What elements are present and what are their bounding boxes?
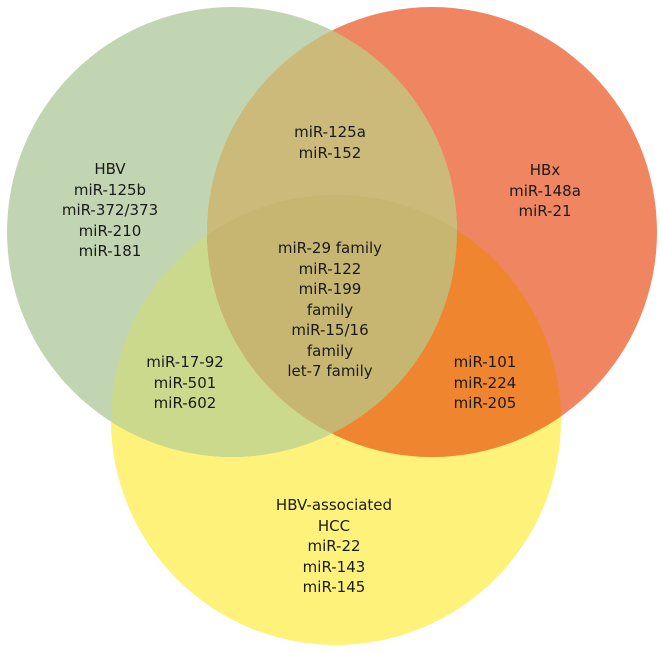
hbv-hbx-line: miR-152 <box>298 143 362 162</box>
hbx-only-region-label: HBx miR-148a miR-21 <box>490 160 600 222</box>
hcc-only-line: miR-22 <box>307 537 361 555</box>
hbx-hcc-region-label: miR-101 miR-224 miR-205 <box>420 352 550 414</box>
hbv-only-region-label: HBV miR-125b miR-372/373 miR-210 miR-181 <box>45 159 175 262</box>
hbx-only-line: HBx <box>529 161 561 179</box>
hbv-hbx-line: miR-125a <box>294 123 366 141</box>
hbx-only-line: miR-148a <box>509 181 581 200</box>
hbx-hcc-line: miR-101 <box>453 353 517 371</box>
hbx-hcc-line: miR-224 <box>453 373 517 392</box>
hbv-only-line: miR-181 <box>78 242 142 260</box>
center-line: miR-122 <box>298 259 362 278</box>
hbv-hcc-line: miR-17-92 <box>146 353 224 371</box>
center-line: let-7 family <box>287 362 373 380</box>
hbx-only-line: miR-21 <box>518 202 572 220</box>
hbv-only-line: miR-210 <box>78 221 142 240</box>
hbv-hbx-region-label: miR-125a miR-152 <box>265 122 395 163</box>
center-line: miR-15/16 <box>291 321 369 339</box>
hbx-hcc-line: miR-205 <box>453 394 517 412</box>
center-region-label: miR-29 family miR-122 miR-199 family miR-15/… <box>245 238 415 382</box>
center-line: miR-29 family <box>277 239 383 257</box>
center-line: family <box>306 300 354 319</box>
hbv-hcc-line: miR-602 <box>153 394 217 412</box>
hbv-hcc-line: miR-501 <box>153 373 217 392</box>
hcc-only-line: HBV-associated <box>275 496 393 514</box>
hbv-only-line: miR-372/373 <box>61 201 159 219</box>
hbv-only-line: miR-125b <box>73 180 147 199</box>
hcc-only-line: HCC <box>317 516 351 535</box>
hbv-only-line: HBV <box>94 160 126 178</box>
center-line: family <box>306 341 354 360</box>
hbv-hcc-region-label: miR-17-92 miR-501 miR-602 <box>120 352 250 414</box>
hcc-only-line: miR-143 <box>302 557 366 576</box>
hcc-only-line: miR-145 <box>302 578 366 596</box>
center-line: miR-199 <box>298 280 362 298</box>
